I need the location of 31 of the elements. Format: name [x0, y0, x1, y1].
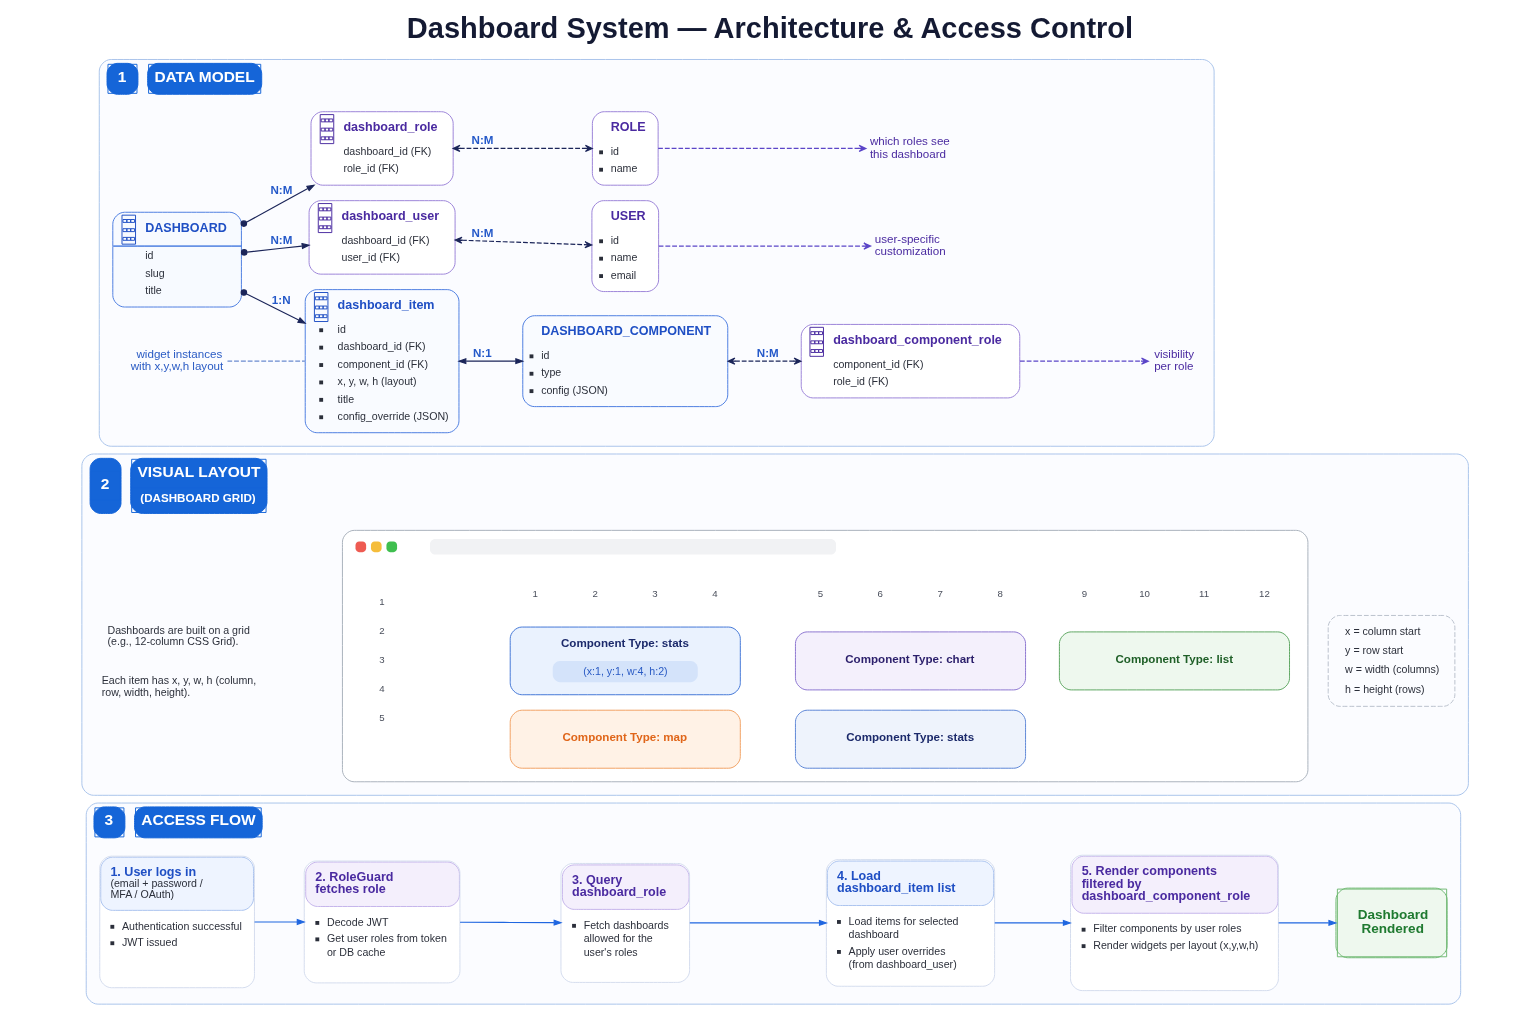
- label: Dashboards are built on a grid (e.g., 12-column CSS Grid).: [106, 623, 250, 648]
- label: 3: [651, 588, 658, 600]
- label: 11: [1198, 588, 1209, 600]
- label: 1: [531, 588, 538, 600]
- edge-label: N:M: [269, 232, 292, 246]
- node-text: user-specific customization: [874, 231, 946, 258]
- label: Each item has x, y, w, h (column, row, width, height).: [101, 673, 256, 698]
- edge-label: N:1: [472, 345, 492, 359]
- label: 1: [378, 596, 385, 608]
- label: 12: [1258, 588, 1270, 600]
- node-text: widget instances with x,y,w,h layout: [130, 346, 223, 373]
- edge-label: N:M: [471, 133, 493, 147]
- label: 4: [711, 588, 718, 600]
- edge-label: N:M: [269, 182, 292, 196]
- node-text: which roles see this dashboard: [869, 134, 950, 160]
- diagram-title: Dashboard System — Architecture & Access Control: [406, 12, 1133, 45]
- label: 9: [1081, 588, 1087, 600]
- label: 3: [378, 654, 385, 666]
- label: 2: [378, 625, 385, 637]
- edge-label: N:M: [471, 226, 493, 240]
- label: 6: [877, 588, 883, 600]
- edge-label: 1:N: [271, 292, 291, 306]
- node-text: visibility per role: [1153, 346, 1194, 373]
- label: 5: [378, 712, 385, 724]
- label: 8: [997, 588, 1003, 600]
- label: 4: [378, 683, 385, 695]
- label: 7: [937, 588, 943, 600]
- label: 2: [591, 588, 598, 600]
- label: 10: [1138, 588, 1150, 600]
- edge-label: N:M: [756, 345, 779, 359]
- label: 5: [817, 588, 823, 600]
